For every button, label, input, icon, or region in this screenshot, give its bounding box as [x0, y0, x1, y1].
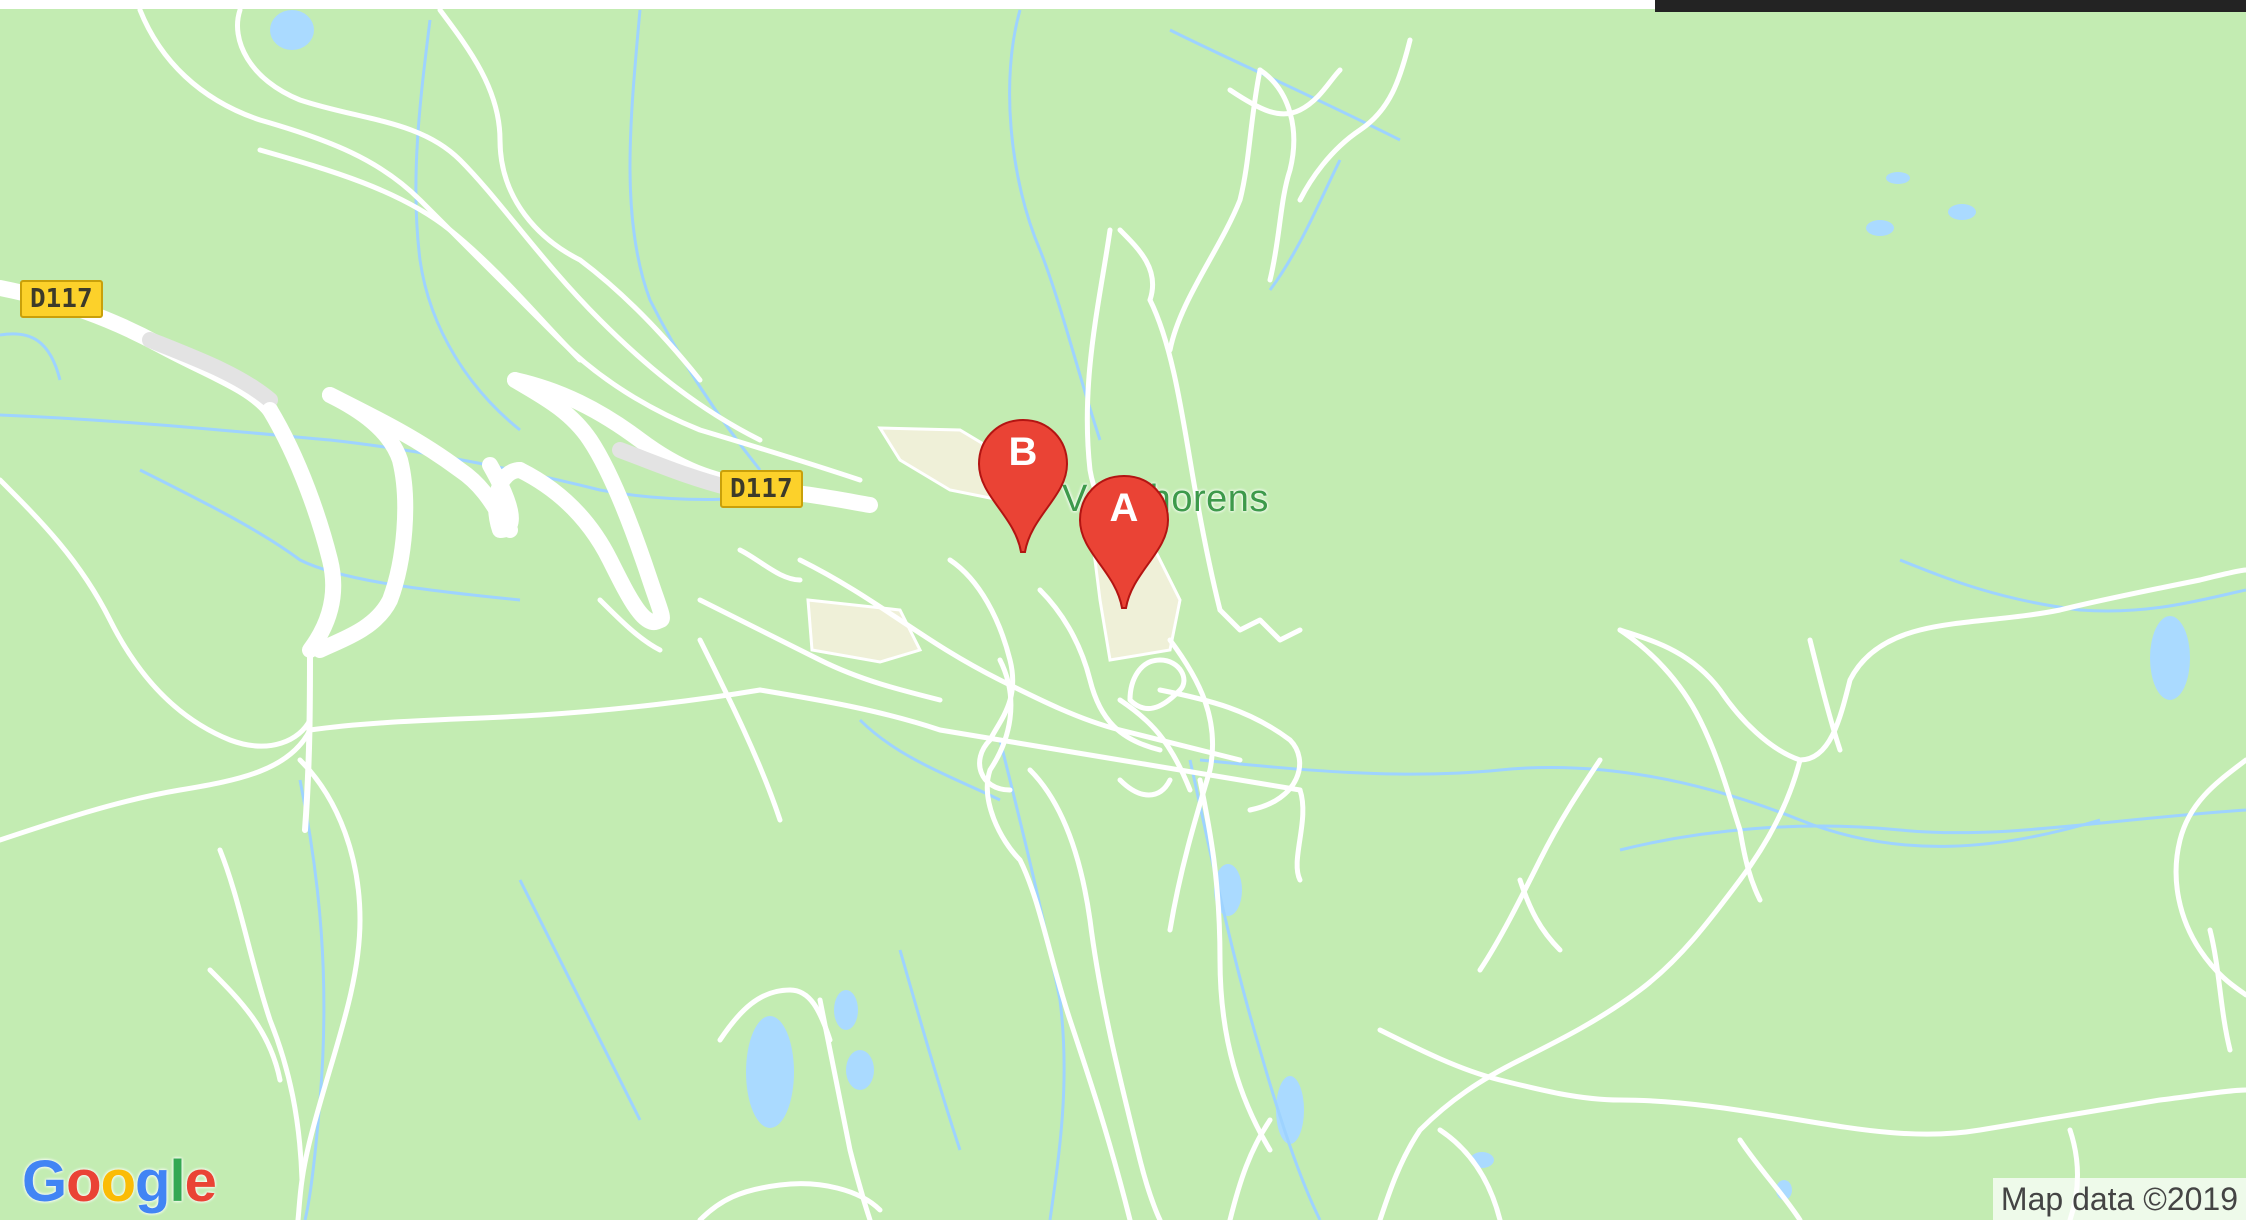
map-attribution[interactable]: Map data ©2019	[1992, 1178, 2246, 1220]
logo-letter: l	[169, 1149, 185, 1214]
local-roads	[0, 7, 2246, 1220]
lake	[846, 1050, 874, 1090]
top-dark-strip	[1655, 0, 2246, 12]
marker-letter: A	[1109, 486, 1139, 530]
logo-letter: e	[184, 1149, 217, 1214]
lake	[746, 1016, 794, 1128]
lake	[2150, 616, 2190, 700]
lake	[270, 10, 314, 50]
logo-letter: o	[66, 1149, 101, 1214]
top-strip	[0, 0, 1655, 9]
map-marker-b[interactable]: B	[975, 416, 1071, 556]
logo-letter: g	[135, 1149, 170, 1214]
logo-letter: o	[100, 1149, 136, 1214]
marker-pin-icon	[1078, 474, 1170, 609]
map-marker-a[interactable]: A	[1076, 472, 1172, 612]
lake	[1948, 204, 1976, 220]
google-logo[interactable]: Google	[22, 1148, 217, 1215]
lake	[834, 990, 858, 1030]
water-bodies	[270, 10, 2190, 1200]
marker-letter: B	[1008, 430, 1038, 474]
streams	[0, 9, 2246, 1220]
road-shield: D117	[20, 280, 103, 318]
lake	[1276, 1076, 1304, 1144]
lake	[1866, 220, 1894, 236]
road-shield: D117	[720, 470, 803, 508]
logo-letter: G	[22, 1149, 67, 1214]
major-roads	[0, 280, 878, 833]
marker-pin-icon	[977, 418, 1069, 553]
lake	[1886, 172, 1910, 184]
